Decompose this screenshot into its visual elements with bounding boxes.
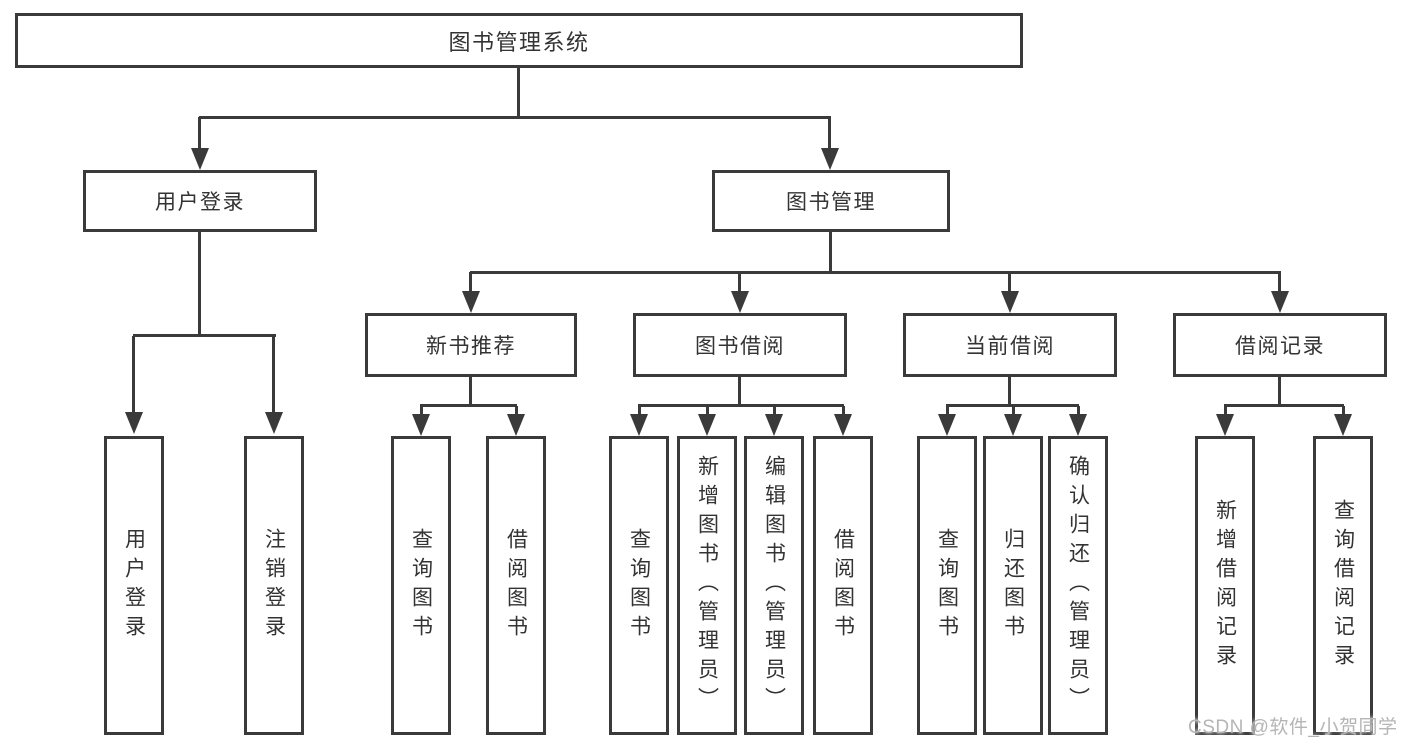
connector-line xyxy=(1008,377,1011,406)
connector-line xyxy=(133,334,276,337)
arrow-down xyxy=(507,414,525,436)
leaf-records-query-borrow-record: 查询借阅记录 xyxy=(1313,436,1373,735)
leaf-borrow-edit-books-admin: 编辑图书（管理员） xyxy=(744,436,804,735)
leaf-label: 归还图书 xyxy=(1001,527,1025,644)
node-current-borrow: 当前借阅 xyxy=(903,313,1117,377)
arrow-down xyxy=(765,414,783,436)
connector-line xyxy=(198,232,201,336)
connector-line xyxy=(1278,377,1281,406)
leaf-borrow-add-books-admin: 新增图书（管理员） xyxy=(677,436,737,735)
arrow-down xyxy=(125,412,143,434)
connector-line xyxy=(638,406,641,416)
connector-line xyxy=(828,117,831,150)
arrow-down xyxy=(630,414,648,436)
arrow-down xyxy=(731,291,749,313)
connector-line xyxy=(132,336,135,414)
node-user-login: 用户登录 xyxy=(83,170,317,232)
leaf-label: 借阅图书 xyxy=(504,527,528,644)
leaf-recommend-query-books: 查询图书 xyxy=(391,436,451,735)
leaf-label: 确认归还（管理员） xyxy=(1066,455,1090,716)
connector-line xyxy=(469,272,472,293)
leaf-label: 用户登录 xyxy=(122,527,146,644)
connector-line xyxy=(1008,272,1011,293)
arrow-down xyxy=(265,412,283,434)
node-label: 当前借阅 xyxy=(965,335,1055,358)
leaf-label: 查询图书 xyxy=(935,527,959,644)
leaf-label: 借阅图书 xyxy=(831,527,855,644)
connector-line xyxy=(272,336,275,414)
node-label: 新书推荐 xyxy=(426,335,516,358)
connector-line xyxy=(198,117,201,150)
node-label: 图书管理系统 xyxy=(448,29,590,55)
connector-line xyxy=(706,406,709,416)
arrow-down xyxy=(1216,414,1234,436)
connector-line xyxy=(470,271,1281,274)
connector-line xyxy=(773,406,776,416)
arrow-down xyxy=(191,148,209,170)
connector-line xyxy=(1342,406,1345,416)
connector-line xyxy=(738,272,741,293)
connector-line xyxy=(517,68,520,117)
connector-line xyxy=(420,406,423,416)
arrow-down xyxy=(698,414,716,436)
leaf-borrow-borrow-books: 借阅图书 xyxy=(813,436,873,735)
arrow-down xyxy=(1001,291,1019,313)
arrow-down xyxy=(1271,291,1289,313)
csdn-watermark: CSDN @软件_小贺同学 xyxy=(1188,717,1398,738)
connector-line xyxy=(1278,272,1281,293)
arrow-down xyxy=(834,414,852,436)
node-label: 用户登录 xyxy=(155,191,245,214)
connector-line xyxy=(842,406,845,416)
leaf-label: 注销登录 xyxy=(262,527,286,644)
connector-line xyxy=(829,232,832,273)
arrow-down xyxy=(412,414,430,436)
leaf-records-add-borrow-record: 新增借阅记录 xyxy=(1195,436,1255,735)
leaf-current-confirm-return-admin: 确认归还（管理员） xyxy=(1048,436,1108,735)
leaf-current-query-books: 查询图书 xyxy=(917,436,977,735)
leaf-logout: 注销登录 xyxy=(244,436,304,735)
arrow-down xyxy=(821,148,839,170)
connector-line xyxy=(946,404,1079,407)
leaf-current-return-books: 归还图书 xyxy=(983,436,1043,735)
leaf-borrow-query-books: 查询图书 xyxy=(609,436,669,735)
connector-line xyxy=(946,406,949,416)
connector-line xyxy=(1077,406,1080,416)
arrow-down xyxy=(1004,414,1022,436)
connector-line xyxy=(1012,406,1015,416)
arrow-down xyxy=(462,291,480,313)
connector-line xyxy=(1224,406,1227,416)
leaf-user-login: 用户登录 xyxy=(104,436,164,735)
leaf-label: 查询借阅记录 xyxy=(1331,498,1355,673)
connector-line xyxy=(199,116,831,119)
node-label: 图书管理 xyxy=(786,191,876,214)
leaf-label: 新增图书（管理员） xyxy=(695,455,719,716)
node-label: 图书借阅 xyxy=(695,335,785,358)
leaf-label: 编辑图书（管理员） xyxy=(762,455,786,716)
node-new-book-recommend: 新书推荐 xyxy=(365,313,577,377)
node-book-borrow: 图书借阅 xyxy=(633,313,847,377)
node-borrow-records: 借阅记录 xyxy=(1173,313,1387,377)
connector-line xyxy=(738,377,741,406)
arrow-down xyxy=(1069,414,1087,436)
connector-line xyxy=(515,406,518,416)
arrow-down xyxy=(1334,414,1352,436)
leaf-recommend-borrow-books: 借阅图书 xyxy=(486,436,546,735)
node-label: 借阅记录 xyxy=(1235,335,1325,358)
node-library-management-system: 图书管理系统 xyxy=(15,13,1023,68)
connector-line xyxy=(420,404,517,407)
connector-line xyxy=(1224,404,1344,407)
leaf-label: 新增借阅记录 xyxy=(1213,498,1237,673)
node-book-management: 图书管理 xyxy=(712,170,950,232)
connector-line xyxy=(638,404,844,407)
leaf-label: 查询图书 xyxy=(409,527,433,644)
arrow-down xyxy=(938,414,956,436)
connector-line xyxy=(469,377,472,406)
leaf-label: 查询图书 xyxy=(627,527,651,644)
